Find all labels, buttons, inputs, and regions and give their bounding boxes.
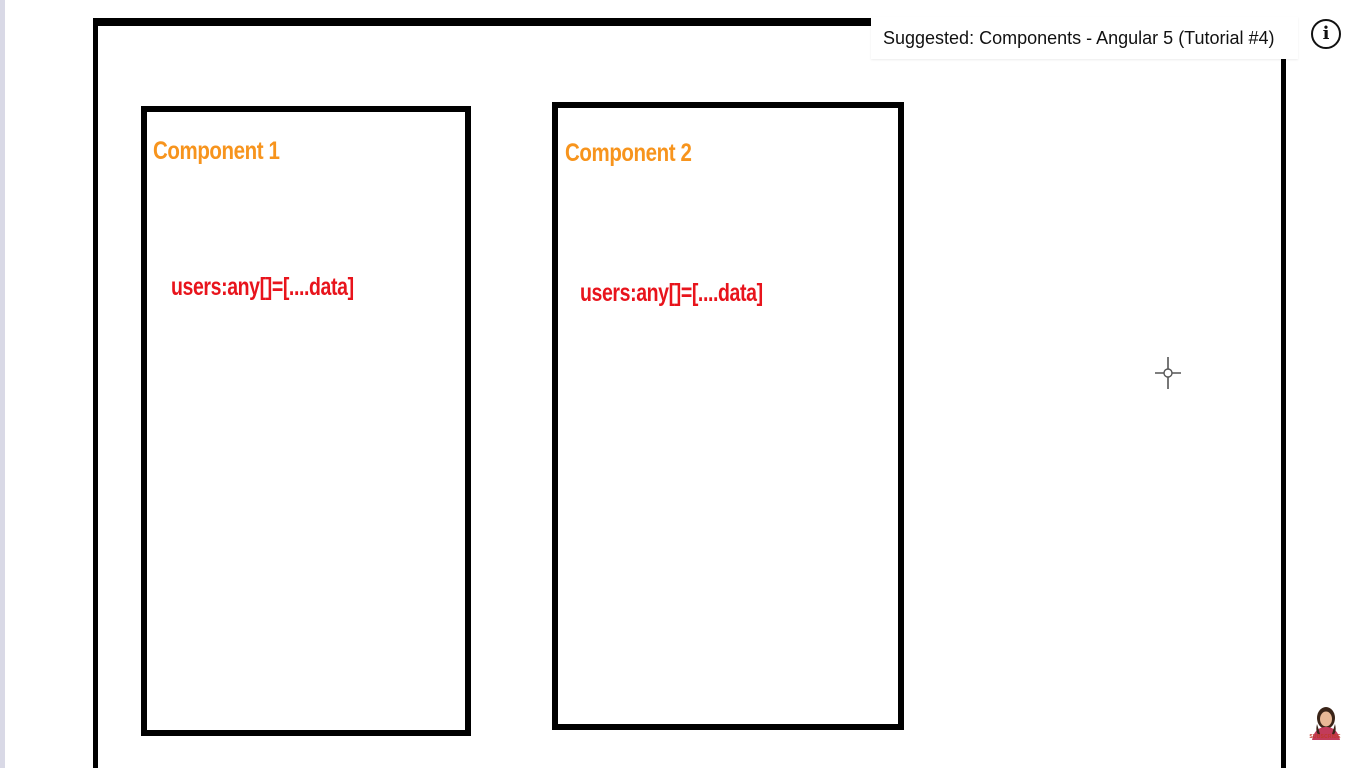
crosshair-cursor-icon [1155, 357, 1181, 389]
info-icon[interactable]: i [1311, 19, 1341, 49]
info-glyph: i [1322, 23, 1330, 44]
component-2-code: users:any[]=[....data] [580, 279, 763, 307]
suggested-video-title[interactable]: Suggested: Components - Angular 5 (Tutor… [883, 27, 1275, 48]
subscribe-label[interactable]: SUBSCRIBE [1309, 734, 1341, 740]
left-edge-strip [0, 0, 5, 768]
component-1-code: users:any[]=[....data] [171, 273, 354, 301]
component-1-box [141, 106, 471, 736]
subscribe-watermark-icon[interactable] [1306, 700, 1344, 744]
component-2-title: Component 2 [565, 139, 692, 167]
component-2-box [552, 102, 904, 730]
suggested-video-card[interactable]: Suggested: Components - Angular 5 (Tutor… [871, 17, 1298, 59]
slide-outer-frame [93, 18, 1286, 768]
component-1-title: Component 1 [153, 137, 280, 165]
